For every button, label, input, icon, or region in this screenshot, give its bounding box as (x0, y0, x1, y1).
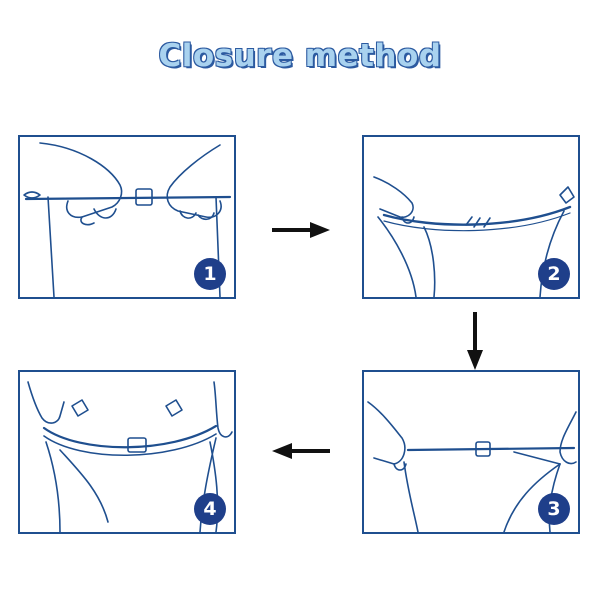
page-title: Closure method (158, 38, 442, 74)
arrow-right-icon (272, 222, 330, 238)
step-badge: 4 (194, 493, 226, 525)
step-1-illustration (23, 142, 232, 297)
step-3-illustration (367, 401, 577, 532)
step-2-illustration (373, 176, 575, 297)
step-badge: 2 (538, 258, 570, 290)
step-1-panel: 1 (18, 135, 236, 299)
arrow-down-icon (467, 312, 483, 370)
step-badge: 3 (538, 493, 570, 525)
step-badge: 1 (194, 258, 226, 290)
step-3-panel: 3 (362, 370, 580, 534)
arrow-left-icon (272, 443, 330, 459)
step-4-panel: 4 (18, 370, 236, 534)
step-2-panel: 2 (362, 135, 580, 299)
